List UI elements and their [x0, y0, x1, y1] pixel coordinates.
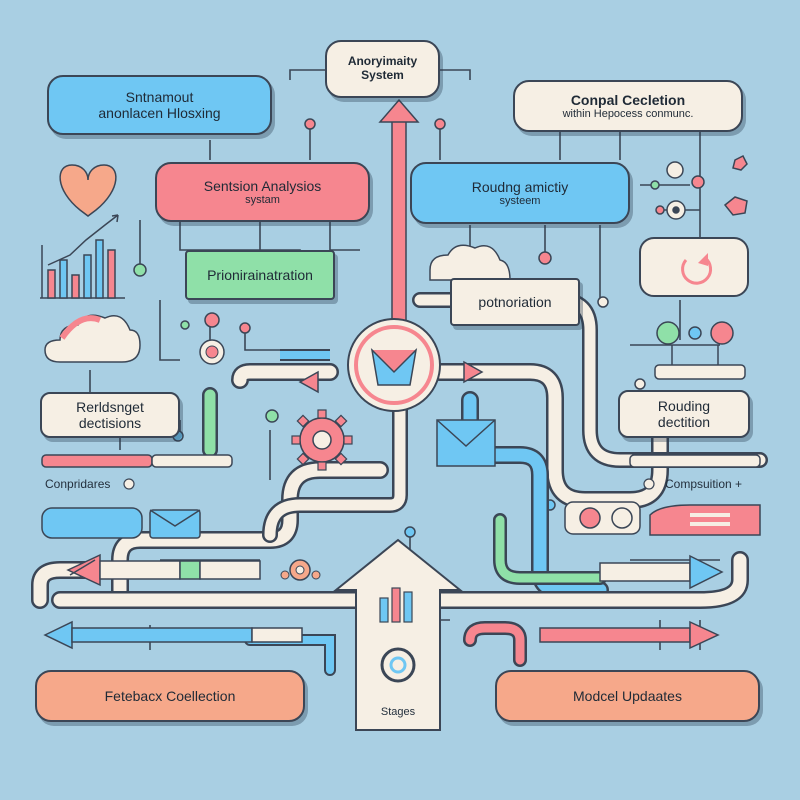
node-prioritization-label: Prionirainatration: [207, 266, 313, 283]
node-feedback-label: Fetebacx Coellection: [104, 687, 236, 704]
stages-up-arrow: [333, 538, 463, 731]
cloud-icon: [44, 314, 141, 363]
node-complaint-collection: Conpal Cecletion within Hepocess conmunc…: [513, 80, 743, 132]
refresh-icon: [639, 237, 749, 297]
flag-left-bottom: [69, 559, 96, 576]
stages-label: Stages: [380, 706, 416, 718]
node-prioritization: Prionirainatration: [185, 250, 335, 300]
node-sentiment-top-line2: anonlacen Hlosxing: [98, 105, 221, 121]
node-sentiment-analysis: Sentsion Analysios systam: [155, 162, 370, 222]
smiley-left: [123, 478, 135, 490]
node-routing-decisions-left-line2: dectisions: [78, 415, 142, 431]
envelope-icon: [436, 419, 496, 467]
node-complaint-line2: within Hepocess conmunc.: [562, 107, 694, 120]
node-complaint-line1: Conpal Cecletion: [570, 91, 686, 108]
node-anonymity-system: Anoryimaity System: [325, 40, 440, 98]
network-icon: [640, 154, 748, 220]
side-label-left: Conpridares: [45, 477, 111, 491]
node-sentiment-top: Sntnamout anonlacen Hlosxing: [47, 75, 272, 135]
pipes: [31, 292, 768, 676]
envelope-row-left: [41, 507, 201, 539]
node-anonymity-line2: System: [361, 68, 404, 82]
node-sentiment-analysis-line1: Sentsion Analysios: [203, 177, 322, 194]
right-arrow-row: [599, 554, 724, 590]
node-routing-decision-right: Rouding dectition: [618, 390, 750, 438]
node-potnoriation: potnoriation: [450, 278, 580, 326]
small-gear-icon: [280, 559, 321, 581]
node-routing-ambiguity: Roudng amictiy systeem: [410, 162, 630, 224]
smiley-right: [643, 478, 655, 490]
node-routing-decision-right-line2: dectition: [657, 414, 711, 430]
node-feedback-collection: Fetebacx Coellection: [35, 670, 305, 722]
mail-hub-icon: [347, 318, 441, 412]
bottom-arrow-rows: [43, 620, 720, 650]
node-model-updates: Modcel Updaates: [495, 670, 760, 722]
node-sentiment-analysis-line2: systam: [245, 193, 280, 206]
node-potnoriation-label: potnoriation: [478, 293, 552, 310]
stripe-bars-middle: [41, 454, 761, 468]
stage-toggle-icons: [564, 501, 641, 535]
target-icon: [199, 339, 225, 365]
left-arrow-row: [66, 553, 261, 587]
heart-icon: [59, 164, 117, 217]
pink-bar-right: [649, 504, 761, 536]
bar-chart-icon: [40, 214, 125, 299]
thin-connectors: [89, 69, 720, 650]
node-model-updates-label: Modcel Updaates: [573, 687, 682, 704]
node-routing-decisions-left-line1: Rerldsnget: [76, 398, 144, 415]
node-anonymity-line1: Anoryimaity: [347, 54, 418, 69]
node-routing-ambiguity-line1: Roudng amictiy: [471, 178, 569, 195]
node-sentiment-top-line1: Sntnamout: [125, 88, 194, 105]
people-icon: [654, 321, 746, 380]
gear-icon: [291, 409, 353, 471]
node-routing-ambiguity-line2: systeem: [499, 194, 541, 207]
cloud-icon-2: [429, 244, 511, 281]
node-routing-decisions-left: Rerldsnget dectisions: [40, 392, 180, 438]
node-routing-decision-right-line1: Rouding: [657, 397, 711, 414]
side-label-right: Compsuition +: [665, 477, 743, 491]
